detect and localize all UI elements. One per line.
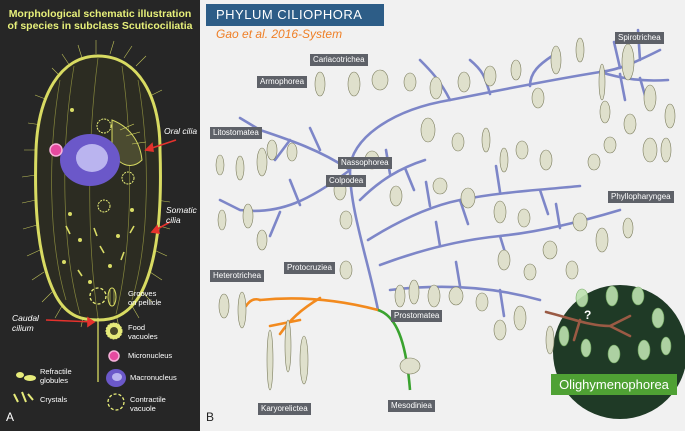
title-line: Morphological schematic illustration [8, 8, 192, 20]
legend-contractile-vacuole: Contractile vacuole [130, 395, 166, 413]
legend-line: Grooves [128, 289, 157, 298]
panel-b-title: PHYLUM CILIOPHORA [206, 4, 384, 26]
legend-grooves: Grooves on pellicle [128, 289, 162, 307]
macronucleus-highlight [76, 144, 108, 172]
legend-macronucleus: Macronucleus [130, 373, 177, 382]
label-somatic-cilia: Somatic cilia [166, 205, 197, 225]
group-label-cariacotrichea: Cariacotrichea [310, 54, 368, 66]
refractile-globules [62, 108, 134, 284]
group-label-nassophorea: Nassophorea [338, 157, 392, 169]
group-label-karyorelictea: Karyorelictea [258, 403, 311, 415]
legend-line: vacuole [130, 403, 156, 413]
panel-a-title: Morphological schematic illustration of … [6, 8, 194, 32]
cell-illustration [13, 40, 177, 411]
legend-line: Food [128, 323, 146, 332]
label-line: cilia [166, 215, 181, 225]
panel-b: PHYLUM CILIOPHORA Gao et al. 2016-System… [200, 0, 685, 431]
oral-cilia [119, 123, 147, 145]
group-label-phyllopharyngea: Phyllopharyngea [608, 191, 674, 203]
group-label-oligohymenophorea: Olighymenophorea [551, 374, 677, 395]
group-label-armophorea: Armophorea [257, 76, 308, 88]
panel-a: Morphological schematic illustration of … [0, 0, 200, 431]
tree-branch-green [377, 308, 412, 391]
legend-micronucleus: Micronucleus [128, 351, 173, 360]
legend-refractile-globules: Refractile globules [40, 367, 72, 385]
legend-line: globules [40, 375, 68, 385]
pointer-arrows [45, 139, 177, 328]
label-line: Caudal [12, 313, 39, 323]
label-line: cilium [12, 323, 34, 333]
group-label-heterotrichea: Heterotrichea [210, 270, 265, 282]
micronucleus [49, 143, 63, 157]
crystals [65, 225, 135, 277]
legend-food-vacuoles: Food vacuoles [128, 323, 158, 341]
food-vacuole [96, 118, 112, 134]
legend-line: Contractile [130, 395, 166, 404]
panel-a-letter: A [6, 410, 15, 424]
legend-line: on pellicle [128, 297, 162, 307]
tree-branches-brown [544, 310, 632, 342]
legend-symbols [13, 287, 126, 411]
group-label-prostomatea: Prostomatea [391, 310, 443, 322]
panel-b-subtitle: Gao et al. 2016-System [216, 27, 343, 41]
label-oral-cilia: Oral cilia [164, 126, 198, 136]
group-label-spirotrichea: Spirotrichea [615, 32, 664, 44]
group-label-litostomatea: Litostomatea [210, 127, 262, 139]
food-vacuole [121, 171, 135, 185]
phylogeny-tree [215, 28, 685, 419]
label-caudal-cilium: Caudal cilium [12, 313, 39, 333]
pellicle-grooves [51, 57, 147, 319]
question-mark: ? [584, 308, 592, 322]
panel-b-letter: B [206, 410, 215, 424]
contractile-vacuole [89, 287, 107, 305]
somatic-cilia-fringe [21, 40, 171, 328]
tree-branches-blue [218, 28, 670, 318]
legend-line: Refractile [40, 367, 72, 376]
group-label-colpodea: Colpodea [326, 175, 367, 187]
cell-body [34, 54, 162, 322]
tree-branches-orange [244, 296, 380, 336]
oligohymenophorea-illustrations [558, 285, 672, 364]
legend-crystals: Crystals [40, 395, 68, 404]
group-label-protocruziea: Protocruziea [284, 262, 335, 274]
group-label-mesodiniea: Mesodiniea [388, 400, 435, 412]
title-line: of species in subclass Scuticociliatia [7, 20, 193, 32]
label-line: Somatic [166, 205, 197, 215]
food-vacuole [97, 199, 111, 213]
legend-line: vacuoles [128, 331, 158, 341]
